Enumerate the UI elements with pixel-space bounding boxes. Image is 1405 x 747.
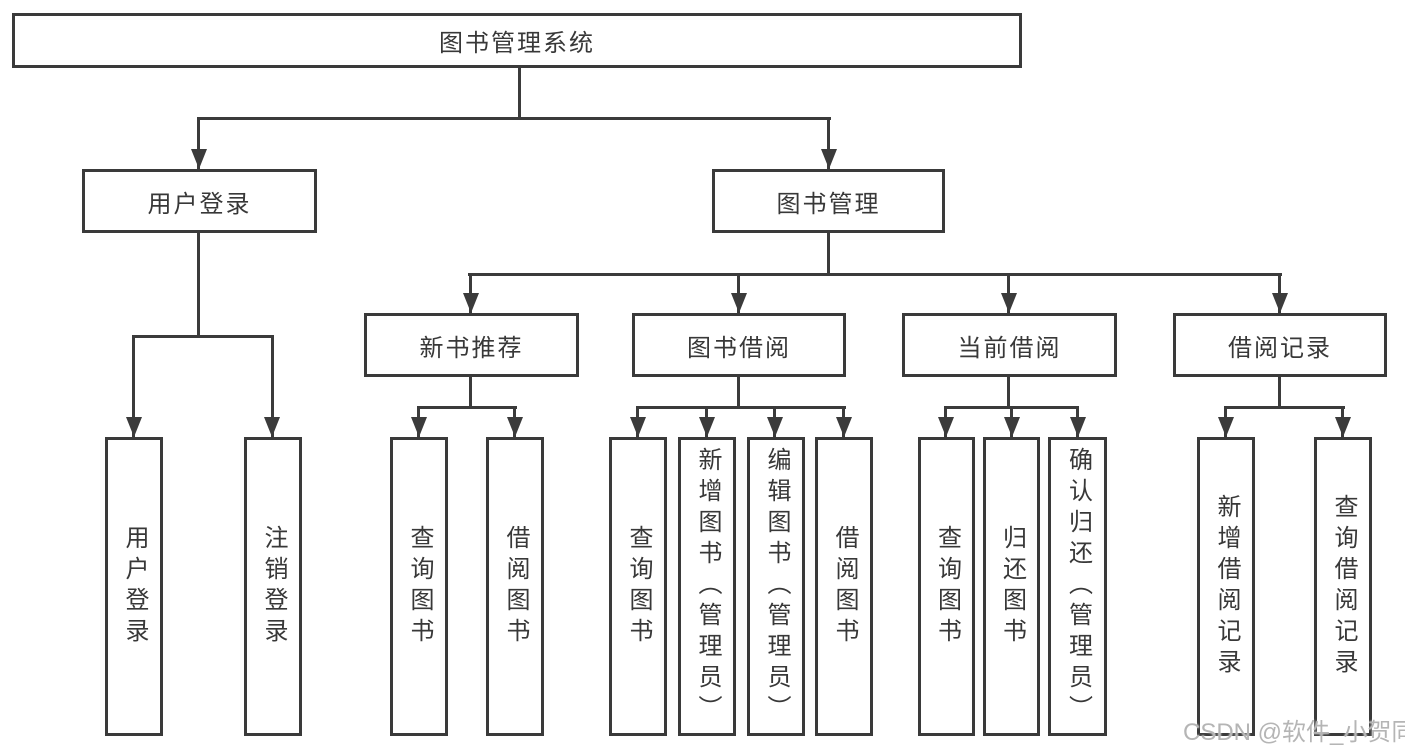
arrow-down-icon: [1272, 293, 1288, 313]
node-user-login: 用户登录: [82, 169, 317, 233]
connector-line: [1007, 377, 1010, 408]
leaf-label: 借阅图书: [831, 524, 858, 649]
node-label: 图书借阅: [687, 334, 791, 362]
node-label: 当前借阅: [957, 334, 1062, 362]
connector-line: [132, 335, 274, 338]
connector-line: [197, 233, 200, 337]
connector-line: [1224, 406, 1345, 409]
node-current-borrowing: 当前借阅: [902, 313, 1117, 377]
connector-line: [417, 406, 517, 409]
leaf-add-books-admin: 新增图书（管理员）: [678, 437, 736, 736]
leaf-add-borrow-record: 新增借阅记录: [1197, 437, 1255, 736]
node-label: 用户登录: [147, 190, 252, 218]
arrow-down-icon: [938, 417, 954, 437]
leaf-query-books-current: 查询图书: [918, 437, 975, 736]
node-book-management: 图书管理: [712, 169, 945, 233]
leaf-query-books-recommend: 查询图书: [390, 437, 448, 736]
connector-line: [737, 377, 740, 408]
leaf-label: 注销登录: [260, 524, 287, 649]
node-borrowing-records: 借阅记录: [1173, 313, 1387, 377]
node-label: 图书管理: [776, 190, 881, 218]
leaf-label: 查询借阅记录: [1330, 493, 1357, 680]
arrow-down-icon: [731, 293, 747, 313]
leaf-label: 查询图书: [625, 524, 652, 649]
leaf-user-login: 用户登录: [105, 437, 163, 736]
leaf-label: 查询图书: [933, 524, 961, 649]
arrow-down-icon: [836, 417, 852, 437]
leaf-label: 确认归还（管理员）: [1064, 447, 1092, 726]
connector-line: [197, 117, 831, 120]
arrow-down-icon: [507, 417, 523, 437]
leaf-confirm-return-admin: 确认归还（管理员）: [1048, 437, 1107, 736]
node-label: 图书管理系统: [439, 30, 595, 57]
connector-line: [827, 233, 830, 275]
connector-line: [271, 335, 274, 437]
leaf-label: 新增借阅记录: [1213, 493, 1240, 680]
arrow-down-icon: [191, 149, 207, 169]
arrow-down-icon: [1004, 417, 1020, 437]
arrow-down-icon: [463, 293, 479, 313]
connector-line: [636, 406, 846, 409]
arrow-down-icon: [1335, 417, 1351, 437]
connector-line: [1278, 377, 1281, 408]
node-label: 新书推荐: [419, 334, 524, 362]
leaf-edit-books-admin: 编辑图书（管理员）: [747, 437, 805, 736]
connector-line: [827, 117, 830, 169]
leaf-borrow-books-recommend: 借阅图书: [486, 437, 544, 736]
leaf-label: 用户登录: [121, 524, 148, 649]
arrow-down-icon: [630, 417, 646, 437]
arrow-down-icon: [767, 417, 783, 437]
leaf-query-books-borrowing: 查询图书: [609, 437, 667, 736]
connector-line: [132, 335, 135, 437]
connector-line: [518, 68, 521, 119]
node-new-book-recommendation: 新书推荐: [364, 313, 579, 377]
arrow-down-icon: [1218, 417, 1234, 437]
leaf-query-borrow-record: 查询借阅记录: [1314, 437, 1372, 736]
arrow-down-icon: [264, 417, 280, 437]
arrow-down-icon: [699, 417, 715, 437]
node-label: 借阅记录: [1228, 334, 1332, 362]
arrow-down-icon: [821, 149, 837, 169]
leaf-label: 归还图书: [998, 524, 1026, 649]
arrow-down-icon: [126, 417, 142, 437]
node-book-borrowing: 图书借阅: [632, 313, 846, 377]
connector-line: [469, 377, 472, 408]
arrow-down-icon: [411, 417, 427, 437]
node-library-management-system: 图书管理系统: [12, 13, 1022, 68]
leaf-borrow-books-borrowing: 借阅图书: [815, 437, 873, 736]
leaf-return-books: 归还图书: [983, 437, 1040, 736]
arrow-down-icon: [1070, 417, 1086, 437]
arrow-down-icon: [1001, 293, 1017, 313]
leaf-label: 编辑图书（管理员）: [763, 447, 790, 726]
watermark: CSDN @软件_小贺同学: [1183, 719, 1405, 746]
leaf-label: 新增图书（管理员）: [694, 447, 721, 726]
leaf-logout-login: 注销登录: [244, 437, 302, 736]
connector-line: [197, 117, 200, 169]
leaf-label: 借阅图书: [502, 524, 529, 649]
connector-line: [468, 273, 1282, 276]
leaf-label: 查询图书: [406, 524, 433, 649]
